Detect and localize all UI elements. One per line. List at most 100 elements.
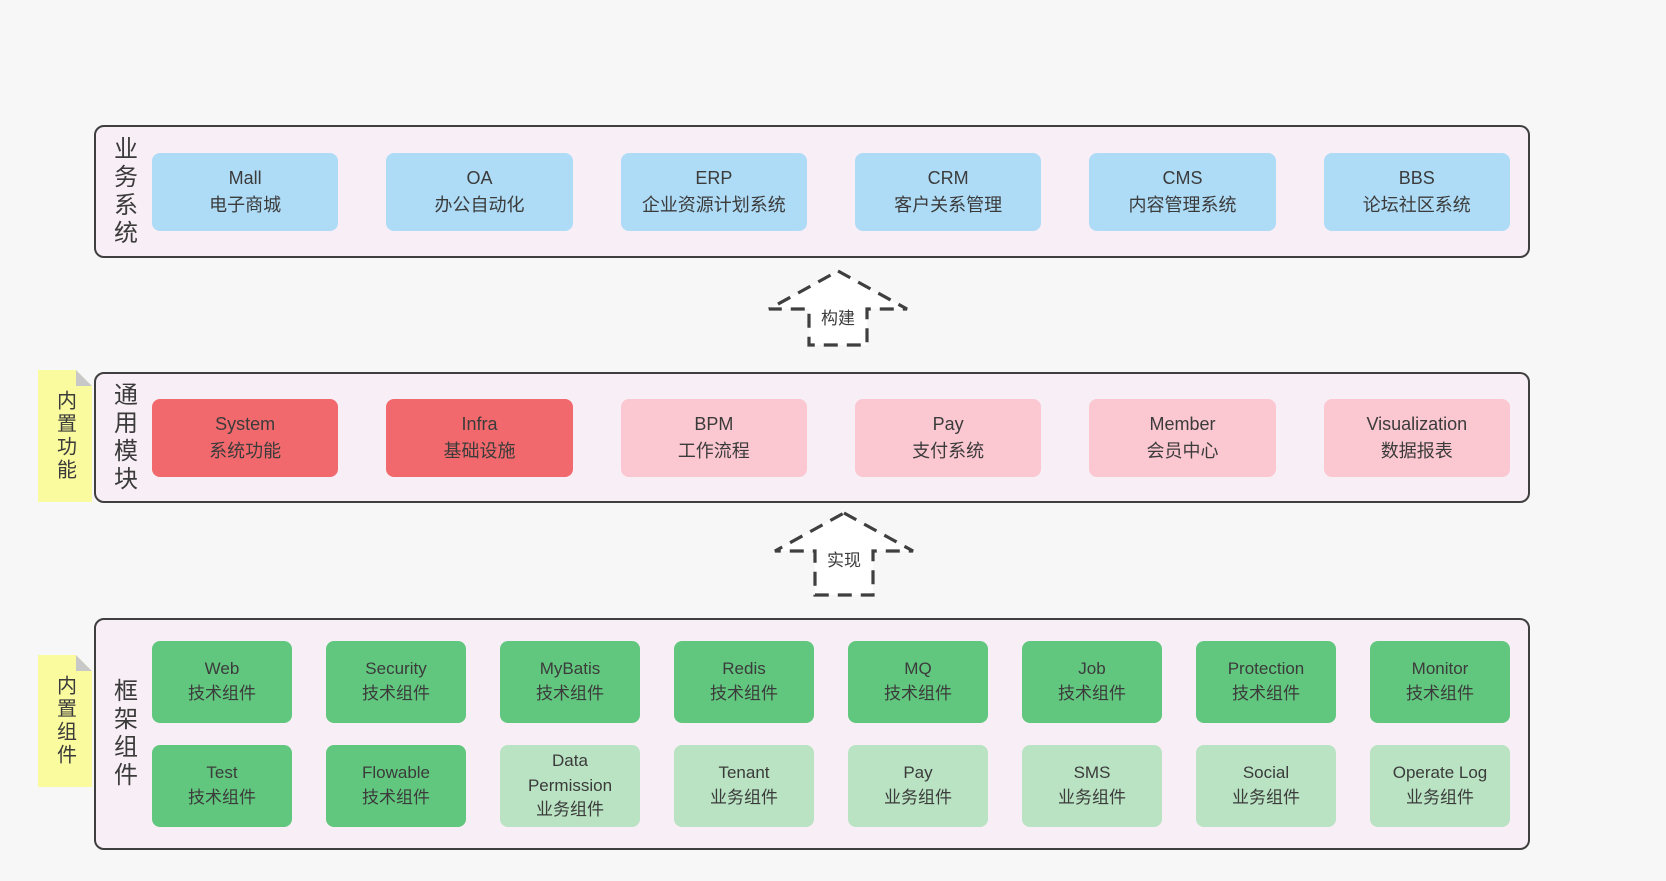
box-title: Job — [1078, 659, 1106, 679]
note-fold-corner-icon — [76, 655, 92, 671]
box-title: CRM — [927, 167, 969, 188]
box-title: Visualization — [1366, 413, 1468, 434]
box-title: Pay — [932, 413, 964, 434]
box-subtitle: 工作流程 — [677, 440, 750, 461]
box-subtitle: 业务组件 — [536, 800, 604, 820]
box-title: Member — [1149, 413, 1216, 434]
box-subtitle: 技术组件 — [1406, 684, 1474, 703]
box-title: Data Permission — [527, 751, 613, 795]
implement-arrow-label: 实现 — [825, 546, 863, 571]
box-bpm: BPM 工作流程 — [620, 398, 807, 477]
box-title: Pay — [903, 763, 933, 783]
box-title: Protection — [1227, 659, 1305, 679]
box-mall: Mall 电子商城 — [152, 152, 339, 231]
box-job: Job 技术组件 — [1022, 641, 1162, 723]
box-subtitle: 内容管理系统 — [1128, 194, 1237, 215]
sticky-note-builtin-functions: 内置功能 — [38, 370, 92, 502]
box-subtitle: 系统功能 — [209, 440, 282, 461]
box-subtitle: 数据报表 — [1380, 440, 1453, 461]
box-subtitle: 业务组件 — [1058, 788, 1126, 807]
box-social: Social 业务组件 — [1196, 745, 1336, 827]
layer-business-systems: 业务系统 Mall 电子商城 OA 办公自动化 ERP 企业资源计划系统 CRM… — [94, 125, 1530, 258]
box-title: BPM — [694, 413, 734, 434]
box-subtitle: 业务组件 — [1232, 788, 1300, 807]
box-test: Test 技术组件 — [152, 745, 292, 827]
layer-label-business-systems: 业务系统 — [109, 135, 137, 248]
box-subtitle: 业务组件 — [710, 788, 778, 807]
box-title: Monitor — [1411, 659, 1469, 679]
box-title: Infra — [461, 413, 498, 434]
box-redis: Redis 技术组件 — [674, 641, 814, 723]
box-monitor: Monitor 技术组件 — [1370, 641, 1510, 723]
box-title: OA — [466, 167, 493, 188]
box-security: Security 技术组件 — [326, 641, 466, 723]
sticky-note-builtin-components: 内置组件 — [38, 655, 92, 787]
box-title: Operate Log — [1392, 763, 1488, 783]
business-systems-row: Mall 电子商城 OA 办公自动化 ERP 企业资源计划系统 CRM 客户关系… — [150, 127, 1528, 256]
box-title: CMS — [1162, 167, 1203, 188]
box-flowable: Flowable 技术组件 — [326, 745, 466, 827]
sticky-note-label: 内置功能 — [53, 390, 76, 482]
box-subtitle: 企业资源计划系统 — [641, 194, 786, 215]
box-title: Mall — [228, 167, 262, 188]
box-subtitle: 客户关系管理 — [894, 194, 1003, 215]
components-row-2: Test 技术组件 Flowable 技术组件 Data Permission … — [152, 745, 1510, 827]
box-subtitle: 技术组件 — [1232, 684, 1300, 703]
box-subtitle: 技术组件 — [1058, 684, 1126, 703]
box-subtitle: 技术组件 — [710, 684, 778, 703]
box-subtitle: 技术组件 — [536, 684, 604, 703]
box-title: Web — [204, 659, 240, 679]
layer-common-modules: 通用模块 System 系统功能 Infra 基础设施 BPM 工作流程 Pay… — [94, 372, 1530, 503]
box-title: MQ — [904, 659, 932, 679]
build-arrow-label: 构建 — [819, 304, 857, 329]
box-title: Social — [1242, 763, 1290, 783]
sticky-note-label: 内置组件 — [53, 675, 76, 767]
box-data-permission: Data Permission 业务组件 — [500, 745, 640, 827]
box-subtitle: 技术组件 — [188, 684, 256, 703]
box-title: ERP — [695, 167, 733, 188]
box-mybatis: MyBatis 技术组件 — [500, 641, 640, 723]
box-system: System 系统功能 — [152, 398, 339, 477]
box-subtitle: 会员中心 — [1146, 440, 1219, 461]
box-erp: ERP 企业资源计划系统 — [620, 152, 807, 231]
box-title: System — [215, 413, 276, 434]
box-title: MyBatis — [539, 659, 601, 679]
box-title: BBS — [1398, 167, 1435, 188]
box-subtitle: 技术组件 — [884, 684, 952, 703]
box-title: SMS — [1073, 763, 1111, 783]
box-title: Test — [206, 763, 238, 783]
layer-label-common-modules: 通用模块 — [109, 381, 137, 494]
layer-label-framework-components: 框架组件 — [109, 678, 137, 790]
box-pay-business: Pay 业务组件 — [848, 745, 988, 827]
box-cms: CMS 内容管理系统 — [1089, 152, 1276, 231]
box-visualization: Visualization 数据报表 — [1323, 398, 1510, 477]
box-protection: Protection 技术组件 — [1196, 641, 1336, 723]
note-fold-corner-icon — [76, 370, 92, 386]
build-arrow: 构建 — [766, 268, 910, 348]
components-row-1: Web 技术组件 Security 技术组件 MyBatis 技术组件 Redi… — [152, 641, 1510, 723]
box-crm: CRM 客户关系管理 — [854, 152, 1042, 231]
box-subtitle: 技术组件 — [188, 788, 256, 807]
box-subtitle: 电子商城 — [209, 194, 282, 215]
box-title: Tenant — [718, 763, 770, 783]
box-subtitle: 业务组件 — [884, 788, 952, 807]
box-title: Redis — [722, 659, 766, 679]
box-subtitle: 技术组件 — [362, 788, 430, 807]
box-subtitle: 办公自动化 — [434, 194, 525, 215]
box-subtitle: 论坛社区系统 — [1362, 194, 1471, 215]
box-bbs: BBS 论坛社区系统 — [1323, 152, 1510, 231]
framework-components-grid: Web 技术组件 Security 技术组件 MyBatis 技术组件 Redi… — [150, 620, 1528, 848]
implement-arrow: 实现 — [772, 510, 916, 598]
box-oa: OA 办公自动化 — [386, 152, 573, 231]
box-sms: SMS 业务组件 — [1022, 745, 1162, 827]
layer-framework-components: 框架组件 Web 技术组件 Security 技术组件 MyBatis 技术组件… — [94, 618, 1530, 850]
box-pay: Pay 支付系统 — [854, 398, 1042, 477]
box-subtitle: 基础设施 — [443, 440, 516, 461]
box-operate-log: Operate Log 业务组件 — [1370, 745, 1510, 827]
box-tenant: Tenant 业务组件 — [674, 745, 814, 827]
box-title: Flowable — [361, 763, 431, 783]
box-mq: MQ 技术组件 — [848, 641, 988, 723]
box-member: Member 会员中心 — [1089, 398, 1276, 477]
box-infra: Infra 基础设施 — [386, 398, 573, 477]
